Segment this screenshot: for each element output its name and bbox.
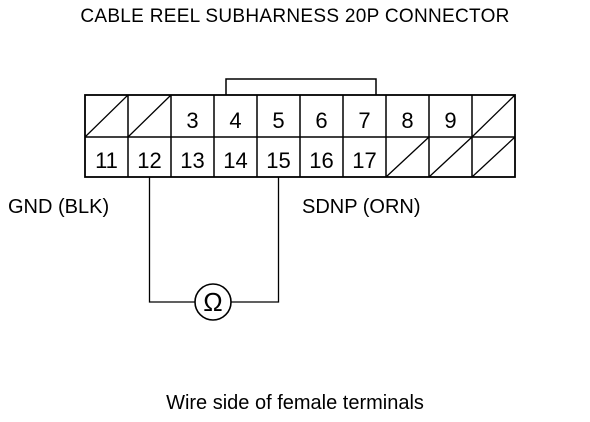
terminal-8-label: 8 [401, 108, 413, 133]
blank-cavity-slash [471, 94, 516, 138]
connector-body: 3 4 5 6 7 8 9 11 12 13 14 15 16 17 [84, 78, 516, 178]
connector-latch [225, 78, 377, 95]
terminal-12-label: 12 [137, 148, 161, 173]
sdnp-probe-wire [231, 177, 280, 303]
ohm-symbol: Ω [203, 287, 222, 317]
terminal-3-label: 3 [186, 108, 198, 133]
terminal-13-label: 13 [180, 148, 204, 173]
blank-cavity-slash [428, 136, 473, 178]
terminal-7-label: 7 [358, 108, 370, 133]
terminal-17-label: 17 [352, 148, 376, 173]
blank-cavity-slash [385, 136, 430, 178]
sdnp-wire-label: SDNP (ORN) [302, 196, 421, 218]
meter-wiring: Ω [148, 177, 280, 321]
terminal-9-label: 9 [444, 108, 456, 133]
terminal-4-label: 4 [229, 108, 241, 133]
terminal-16-label: 16 [309, 148, 333, 173]
diagram-caption: Wire side of female terminals [166, 392, 424, 414]
blank-cavity-slash [127, 94, 172, 138]
terminal-15-label: 15 [266, 148, 290, 173]
terminal-5-label: 5 [272, 108, 284, 133]
gnd-probe-wire [148, 177, 195, 303]
terminal-6-label: 6 [315, 108, 327, 133]
blank-cavity-slash [84, 94, 129, 138]
gnd-wire-label: GND (BLK) [8, 196, 110, 218]
diagram-title: CABLE REEL SUBHARNESS 20P CONNECTOR [80, 6, 510, 27]
ohmmeter-icon [194, 283, 232, 321]
terminal-14-label: 14 [223, 148, 247, 173]
blank-cavity-slash [471, 136, 516, 178]
terminal-11-label: 11 [95, 148, 118, 173]
